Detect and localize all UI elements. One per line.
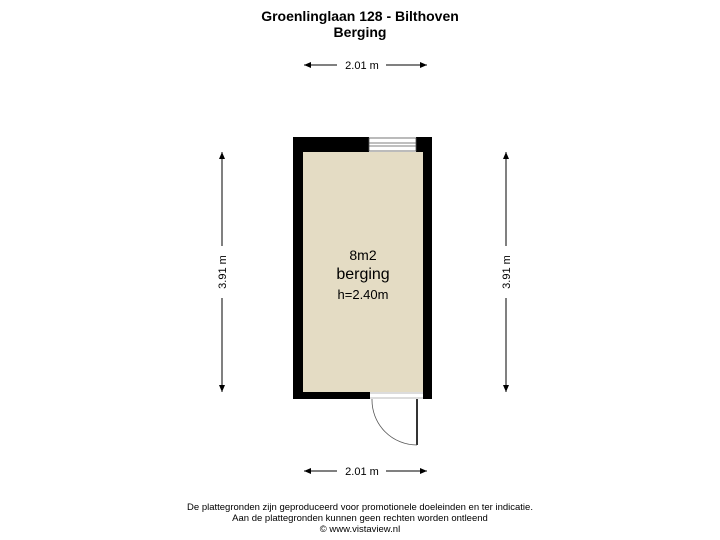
dimension-top-label: 2.01 m (345, 60, 379, 72)
walls (293, 137, 432, 399)
dimension-bottom: 2.01 m (304, 466, 427, 478)
room-area: 8m2 (349, 247, 376, 263)
room-height: h=2.40m (338, 287, 389, 302)
disclaimer-line-2: Aan de plattegronden kunnen geen rechten… (232, 513, 488, 524)
dimension-left: 3.91 m (217, 152, 229, 392)
dimension-top: 2.01 m (304, 60, 427, 72)
address-title: Groenlinglaan 128 - Bilthoven (261, 8, 459, 24)
dimension-bottom-label: 2.01 m (345, 466, 379, 478)
window (368, 137, 417, 152)
dimension-right-label: 3.91 m (501, 255, 513, 289)
door (370, 392, 423, 446)
room-floor (303, 152, 423, 392)
room-name: berging (336, 266, 389, 283)
copyright-line: © www.vistaview.nl (319, 524, 401, 535)
dimension-left-label: 3.91 m (217, 255, 229, 289)
floor-title: Berging (333, 24, 387, 40)
disclaimer-line-1: De plattegronden zijn geproduceerd voor … (187, 502, 533, 513)
dimension-right: 3.91 m (501, 152, 513, 392)
